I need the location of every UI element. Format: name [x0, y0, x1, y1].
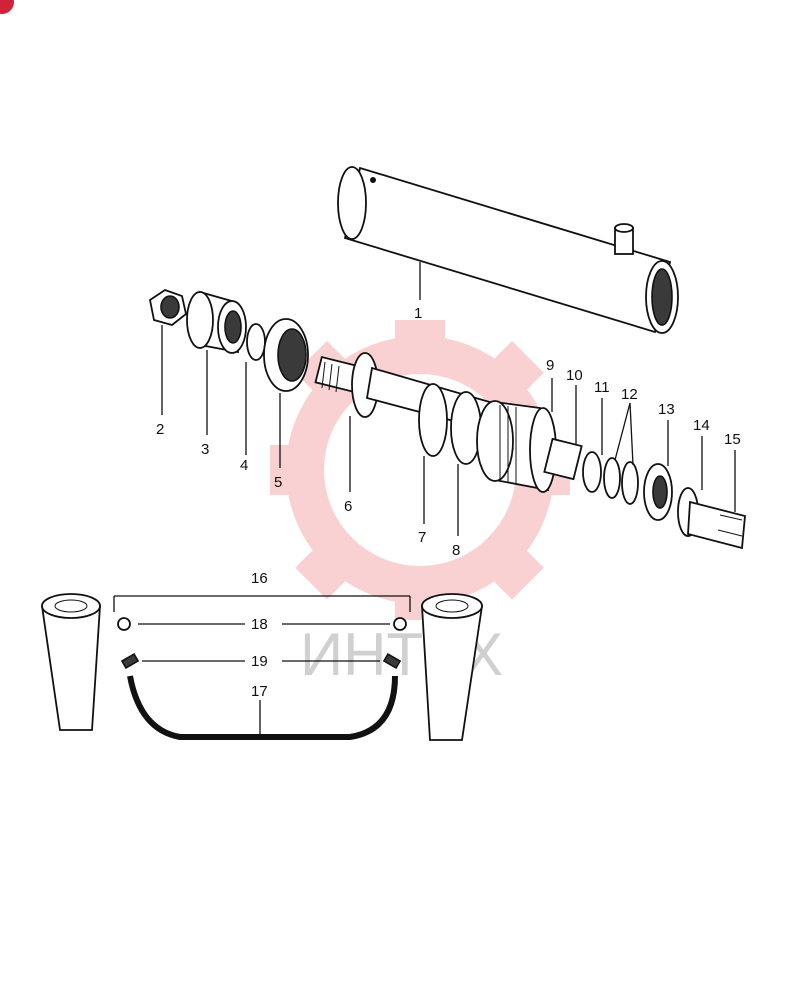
callout-11: 11 — [594, 379, 610, 396]
callout-5: 5 — [274, 474, 282, 491]
callout-16: 16 — [251, 570, 268, 587]
callout-15: 15 — [724, 431, 741, 448]
part-18-fittings — [117, 617, 407, 631]
callout-6: 6 — [344, 498, 352, 515]
callout-19: 19 — [251, 653, 268, 670]
callout-1: 1 — [414, 305, 422, 322]
callout-4: 4 — [240, 457, 248, 474]
part-10-sleeve — [543, 437, 583, 481]
callout-18: 18 — [251, 616, 268, 633]
part-4-o-ring — [246, 323, 266, 361]
part-1-cylinder-barrel — [337, 166, 679, 334]
part-2-nut — [148, 289, 188, 326]
callout-10: 10 — [566, 367, 583, 384]
callout-13: 13 — [658, 401, 675, 418]
callout-14: 14 — [693, 417, 710, 434]
callout-8: 8 — [452, 542, 460, 559]
part-5-seal — [263, 318, 309, 392]
callout-2: 2 — [156, 421, 164, 438]
part-8-ring — [450, 391, 482, 465]
part-9-gland-nut — [476, 400, 557, 493]
part-3-piston — [186, 290, 247, 354]
callout-labels: 1 2 3 4 5 6 7 8 9 10 11 12 13 14 15 16 1… — [156, 305, 741, 700]
callout-17: 17 — [251, 683, 268, 700]
part-12-seals — [603, 457, 639, 505]
part-14-15-clevis — [677, 487, 746, 550]
callout-12: 12 — [621, 386, 638, 403]
callout-7: 7 — [418, 529, 426, 546]
part-11-bushing — [582, 451, 602, 493]
leader-lines — [113, 262, 736, 734]
part-16-posts — [40, 593, 484, 741]
callout-9: 9 — [546, 357, 554, 374]
callout-3: 3 — [201, 441, 209, 458]
part-7-ring — [418, 383, 448, 457]
part-13-wiper-nut — [643, 463, 673, 521]
part-19-hose-ends — [120, 652, 402, 670]
part-17-hose — [127, 675, 398, 740]
